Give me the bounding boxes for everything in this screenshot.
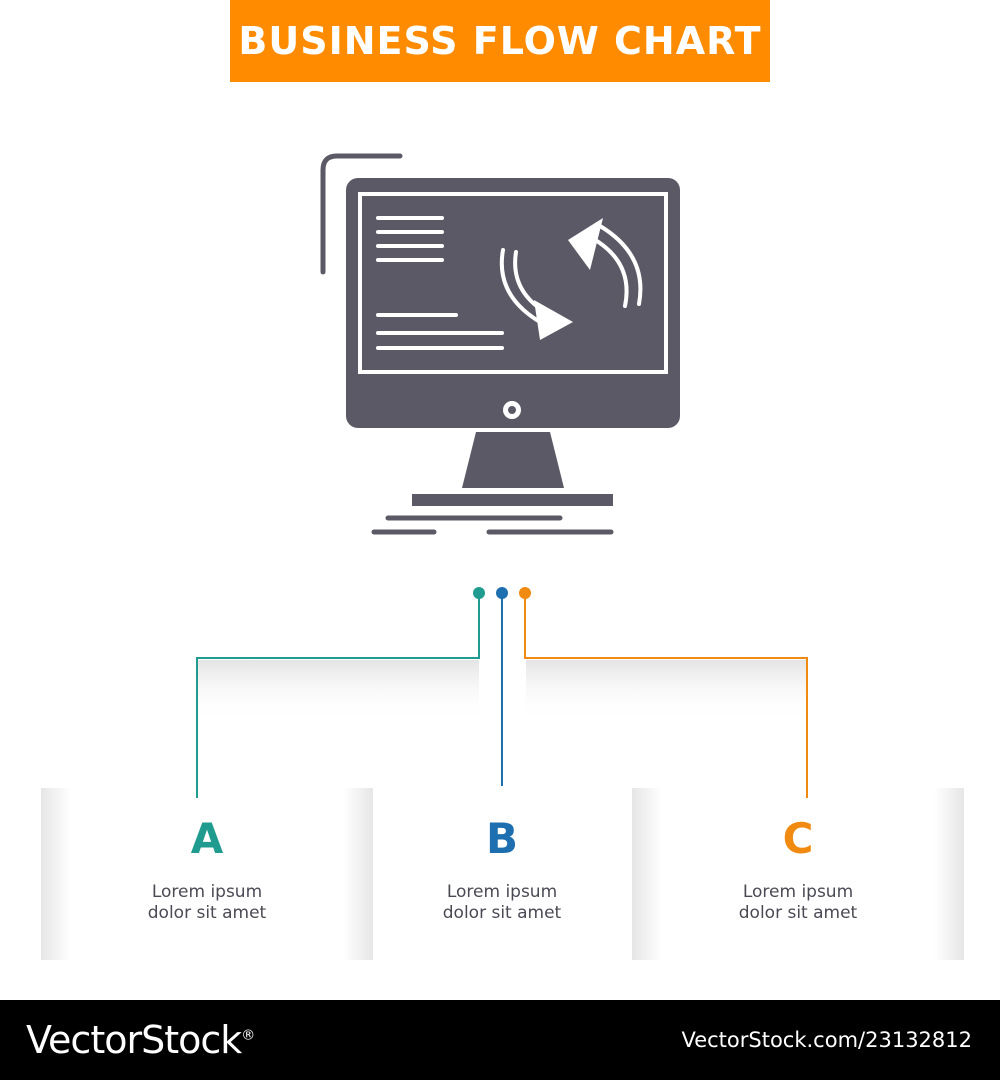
card-b: B Lorem ipsum dolor sit amet xyxy=(336,788,668,960)
monitor-base xyxy=(412,494,613,506)
text-lines-icon xyxy=(376,216,504,350)
connector-c xyxy=(524,593,808,798)
node-dot-a xyxy=(473,587,485,599)
shadow-band-right xyxy=(526,660,808,720)
monitor-screen xyxy=(358,192,668,374)
footer-bar: VectorStock® VectorStock.com/23132812 xyxy=(0,1000,1000,1080)
card-c: C Lorem ipsum dolor sit amet xyxy=(632,788,964,960)
page-title: BUSINESS FLOW CHART xyxy=(238,19,762,63)
connectors xyxy=(196,593,808,798)
connector-a xyxy=(196,593,480,798)
shadow-band-left xyxy=(197,660,479,720)
monitor-stand xyxy=(462,432,564,488)
footer-url: VectorStock.com/23132812 xyxy=(681,1028,972,1052)
card-letter: B xyxy=(485,814,518,863)
card-text-line: Lorem ipsum xyxy=(446,882,558,902)
card-text-line: dolor sit amet xyxy=(147,903,267,923)
card-letter: A xyxy=(190,814,224,863)
motion-lines xyxy=(371,515,614,535)
card-text-line: Lorem ipsum xyxy=(742,882,854,902)
card-text-line: dolor sit amet xyxy=(442,903,562,923)
card-text: Lorem ipsum dolor sit amet xyxy=(632,882,964,924)
card-text: Lorem ipsum dolor sit amet xyxy=(41,882,373,924)
card-text: Lorem ipsum dolor sit amet xyxy=(336,882,668,924)
bracket-shape xyxy=(320,153,403,275)
card-text-line: dolor sit amet xyxy=(738,903,858,923)
computer-monitor-sync-icon xyxy=(320,153,680,535)
node-dot-c xyxy=(519,587,531,599)
card-text-line: Lorem ipsum xyxy=(151,882,263,902)
card-letter: C xyxy=(782,814,814,863)
node-dot-b xyxy=(496,587,508,599)
title-bar: BUSINESS FLOW CHART xyxy=(230,0,770,82)
vectorstock-logo: VectorStock® xyxy=(26,1018,255,1062)
sync-arrows-icon xyxy=(499,218,643,340)
monitor-body xyxy=(346,178,680,428)
card-a: A Lorem ipsum dolor sit amet xyxy=(41,788,373,960)
diagram-canvas xyxy=(196,153,808,798)
